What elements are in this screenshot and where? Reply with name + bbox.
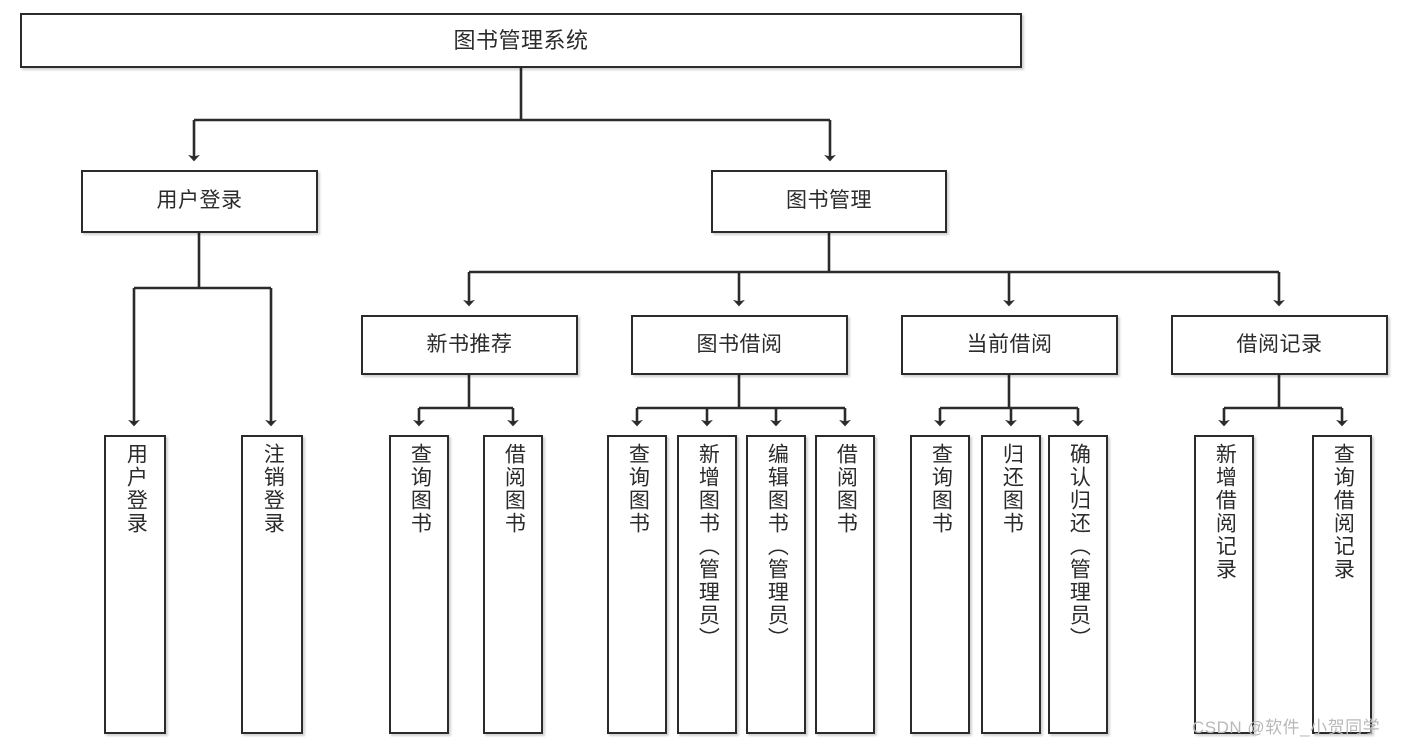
- node-label: 图书借阅: [696, 332, 783, 356]
- node-label: 用户登录: [156, 189, 243, 213]
- node-label: 新增借阅记录: [1213, 443, 1237, 581]
- node-label: 编辑图书（管理员）: [765, 443, 789, 650]
- node-current-borrowing[interactable]: 当前借阅: [901, 315, 1118, 375]
- node-label: 归还图书: [1000, 443, 1024, 535]
- leaf-query-book-current[interactable]: 查询图书: [910, 435, 970, 734]
- node-new-book-recommendation[interactable]: 新书推荐: [361, 315, 578, 375]
- leaf-add-book-admin[interactable]: 新增图书（管理员）: [677, 435, 737, 734]
- leaf-return-book[interactable]: 归还图书: [981, 435, 1041, 734]
- leaf-query-borrow-record[interactable]: 查询借阅记录: [1312, 435, 1372, 734]
- node-label: 查询图书: [626, 443, 650, 535]
- node-label: 图书管理: [786, 189, 872, 213]
- node-label: 借阅图书: [502, 443, 526, 535]
- node-label: 用户登录: [124, 443, 148, 535]
- node-label: 新增图书（管理员）: [696, 443, 720, 650]
- node-label: 当前借阅: [966, 332, 1053, 356]
- node-borrowing-record[interactable]: 借阅记录: [1171, 315, 1388, 375]
- node-label: 查询图书: [929, 443, 953, 535]
- leaf-borrow-book-newbook[interactable]: 借阅图书: [483, 435, 543, 734]
- node-label: 查询图书: [408, 443, 432, 535]
- node-book-management[interactable]: 图书管理: [711, 170, 947, 233]
- csdn-watermark: CSDN @软件_小贺同学: [1192, 718, 1381, 737]
- node-label: 确认归还（管理员）: [1067, 443, 1091, 650]
- node-label: 借阅图书: [834, 443, 858, 535]
- leaf-query-book-borrow[interactable]: 查询图书: [607, 435, 667, 734]
- leaf-user-login[interactable]: 用户登录: [104, 435, 166, 734]
- leaf-confirm-return-admin[interactable]: 确认归还（管理员）: [1048, 435, 1108, 734]
- leaf-query-book-newbook[interactable]: 查询图书: [389, 435, 449, 734]
- leaf-borrow-book[interactable]: 借阅图书: [815, 435, 875, 734]
- node-label: 新书推荐: [426, 332, 513, 356]
- node-user-login[interactable]: 用户登录: [81, 170, 318, 233]
- leaf-add-borrow-record[interactable]: 新增借阅记录: [1194, 435, 1254, 734]
- node-book-borrowing[interactable]: 图书借阅: [631, 315, 848, 375]
- node-root-book-management-system[interactable]: 图书管理系统: [20, 13, 1022, 68]
- node-label: 查询借阅记录: [1331, 443, 1355, 581]
- leaf-logout[interactable]: 注销登录: [241, 435, 303, 734]
- node-label: 注销登录: [261, 443, 285, 535]
- node-label: 借阅记录: [1236, 332, 1323, 356]
- leaf-edit-book-admin[interactable]: 编辑图书（管理员）: [746, 435, 806, 734]
- node-label: 图书管理系统: [453, 27, 589, 53]
